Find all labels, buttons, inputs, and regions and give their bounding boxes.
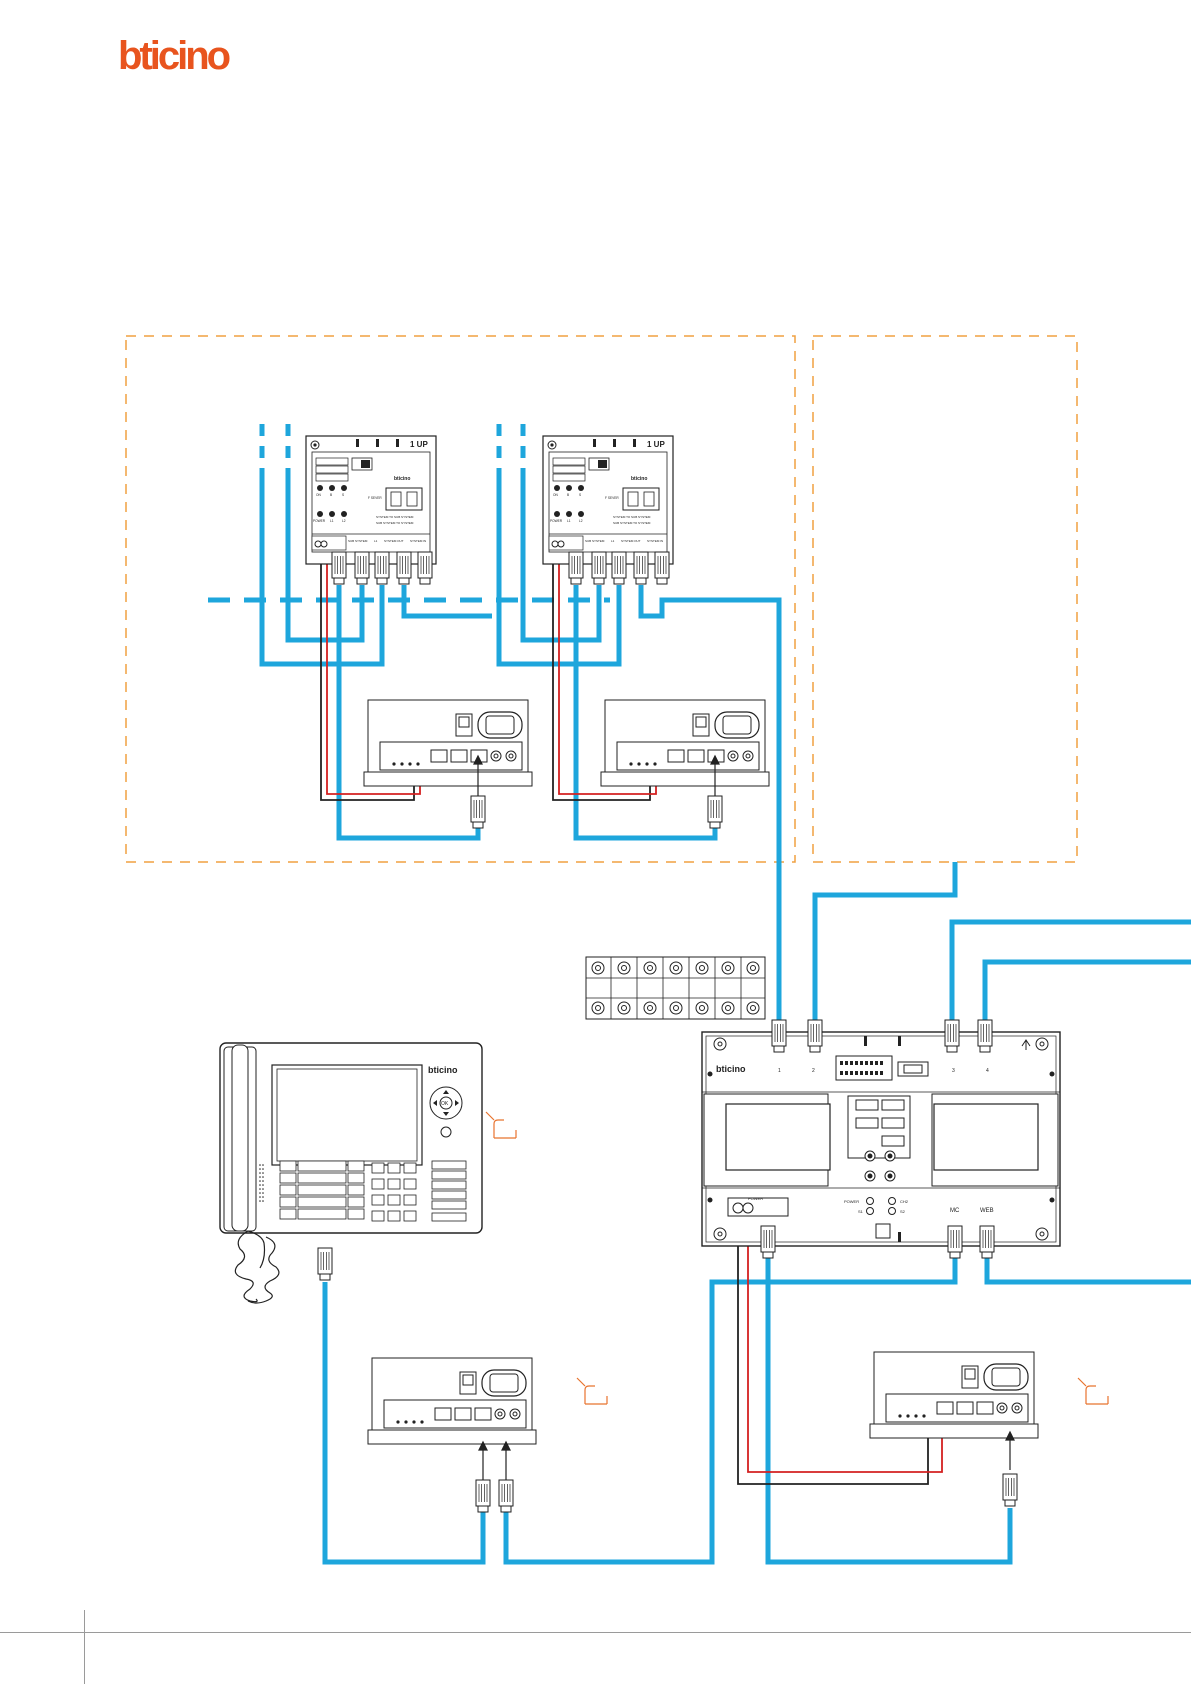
footer-margin-rule (84, 1610, 85, 1684)
central-controller: bticino 1 2 3 4 POWER POWER CH2 S1 S2 MC… (702, 1032, 1060, 1246)
orange-arrow-icon (1078, 1378, 1108, 1404)
interface-2-lamp-label: L1 (567, 519, 571, 523)
controller-bottom-label: MC (950, 1208, 960, 1214)
controller-brand: bticino (716, 1064, 746, 1074)
interface-2: 1 UP bticino F SEVER ON B S POWER L1 L2 … (543, 436, 673, 564)
interface-connectors (332, 552, 722, 828)
interface-1-bottom-label: SUB SYSTEM (348, 539, 368, 543)
interface-2-port-label: SYSTEM TO SUB SYSTEM (613, 515, 651, 519)
controller-lamp-label: S1 (858, 1209, 864, 1214)
power-supply-2 (601, 700, 769, 786)
terminal-block (586, 957, 765, 1019)
interface-1-lamp-label: ON (316, 493, 321, 497)
interface-2-bottom-label: SUB SYSTEM (585, 539, 605, 543)
interface-1-port-label: SUB SYSTEM TO SYSTEM (376, 521, 414, 525)
interface-2-lamp-label: S (579, 493, 581, 497)
interface-1-bottom-label: SYSTEM IN (410, 539, 426, 543)
power-supply-connectors (476, 1474, 1017, 1512)
controller-lamp-label: POWER (844, 1199, 859, 1204)
interface-1: 1 UP bticino F SEVER ON B S POWER L1 L2 … (306, 436, 436, 564)
controller-lamp-label: S2 (900, 1209, 906, 1214)
controller-lamp-label: CH2 (900, 1199, 909, 1204)
interface-2-brand: bticino (631, 476, 647, 482)
orange-arrow-icon (577, 1378, 607, 1404)
interface-2-bottom-label: SYSTEM OUT (621, 539, 641, 543)
footer-rule (0, 1632, 1191, 1633)
interface-2-bottom-label: SYSTEM IN (647, 539, 663, 543)
interface-2-lamp-label: B (567, 493, 569, 497)
controller-port-label: 1 (778, 1068, 781, 1074)
controller-port-label: 4 (986, 1068, 989, 1074)
interface-2-top-label: 1 UP (647, 440, 665, 449)
interface-1-lamp-label: S (342, 493, 344, 497)
interface-2-lamp-label: ON (553, 493, 558, 497)
console-brand: bticino (428, 1065, 458, 1075)
console-connector (318, 1248, 332, 1280)
interface-1-lamp-label: B (330, 493, 332, 497)
interface-1-bottom-label: L1 (374, 539, 378, 543)
interface-1-brand: bticino (394, 476, 410, 482)
interface-1-top-label: 1 UP (410, 440, 428, 449)
console-unit: bticino OK (220, 1043, 482, 1303)
interface-1-center-label: F SEVER (368, 496, 382, 500)
controller-power-label: POWER (748, 1196, 763, 1201)
controller-port-label: 2 (812, 1068, 815, 1074)
zone-right-border (813, 336, 1077, 862)
interface-1-lamp-label: L1 (330, 519, 334, 523)
controller-port-label: 3 (952, 1068, 955, 1074)
interface-1-lamp-label: L2 (342, 519, 346, 523)
interface-2-center-label: F SEVER (605, 496, 619, 500)
interface-2-bottom-label: L1 (611, 539, 615, 543)
interface-1-bottom-label: SYSTEM OUT (384, 539, 404, 543)
interface-2-port-label: SUB SYSTEM TO SYSTEM (613, 521, 651, 525)
power-wires (321, 556, 942, 1484)
interface-2-lamp-label: L2 (579, 519, 583, 523)
interface-1-port-label: SYSTEM TO SUB SYSTEM (376, 515, 414, 519)
orange-arrow-icon (486, 1112, 516, 1138)
console-ok-label: OK (441, 1101, 449, 1107)
power-supply-3 (368, 1358, 536, 1444)
interface-1-lamp-label: POWER (313, 519, 326, 523)
interface-2-lamp-label: POWER (550, 519, 563, 523)
power-supply-4 (870, 1352, 1038, 1438)
controller-bottom-label: WEB (980, 1208, 994, 1214)
power-supply-1 (364, 700, 532, 786)
